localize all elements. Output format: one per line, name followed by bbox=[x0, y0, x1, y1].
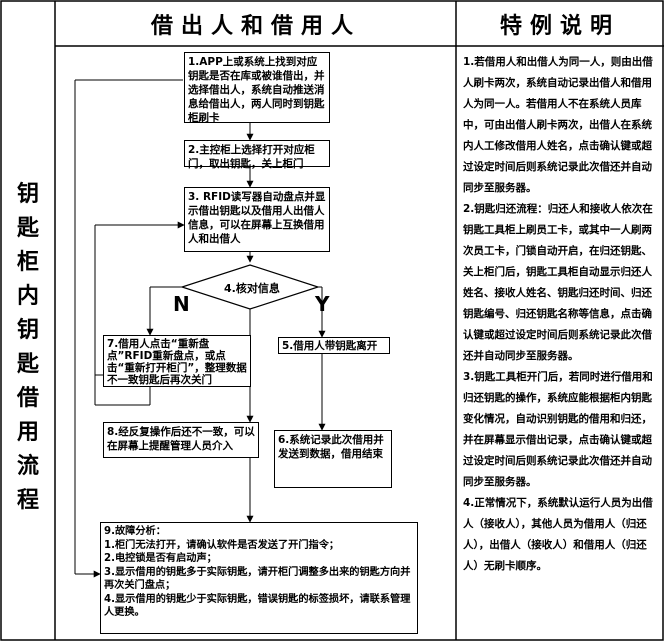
step9-box: 9.故障分析： 1.柜门无法打开，请确认软件是否发送了开门指令； 2.电控锁是否… bbox=[100, 522, 418, 634]
side-title-char: 钥 bbox=[16, 181, 39, 207]
side-title-char: 钥 bbox=[16, 317, 39, 343]
yes-branch-label: Y bbox=[315, 292, 330, 316]
no-branch-label: N bbox=[173, 292, 190, 316]
side-title-char: 匙 bbox=[16, 215, 39, 241]
right-column-title: 特例说明 bbox=[499, 14, 620, 39]
note-1: 1.若借用人和出借人为同一人，则由出借人刷卡两次，系统自动记录出借人和借用人为同… bbox=[463, 56, 653, 194]
side-title: 钥 匙 柜 内 钥 匙 借 用 流 程 bbox=[8, 60, 48, 635]
note-3: 3.钥匙工具柜开门后，若同时进行借用和归还钥匙的操作，系统应能根据柜内钥匙变化情… bbox=[463, 371, 653, 488]
decision-label: 4.核对信息 bbox=[224, 282, 280, 295]
step6-box: 6.系统记录此次借用并发送到数据，借用结束 bbox=[274, 430, 392, 488]
side-title-char: 内 bbox=[16, 283, 39, 309]
side-title-char: 用 bbox=[16, 419, 39, 445]
step3-box: 3. RFID读写器自动盘点并显示借出钥匙以及借用人出借人信息，可以在屏幕上互换… bbox=[184, 187, 330, 252]
step2-box: 2.主控柜上选择打开对应柜门，取出钥匙，关上柜门 bbox=[184, 140, 330, 170]
side-title-char: 柜 bbox=[16, 249, 39, 275]
side-title-char: 匙 bbox=[16, 351, 39, 377]
special-notes: 1.若借用人和出借人为同一人，则由出借人刷卡两次，系统自动记录出借人和借用人为同… bbox=[463, 52, 659, 637]
note-2: 2.钥匙归还流程：归还人和接收人依次在钥匙工具柜上刷员工卡，或其中一人刷两次员工… bbox=[463, 203, 653, 362]
side-title-char: 借 bbox=[16, 385, 39, 411]
note-4: 4.正常情况下，系统默认运行人员为出借人（接收人），其他人员为借用人（归还人），… bbox=[463, 497, 653, 572]
step5-box: 5.借用人带钥匙离开 bbox=[278, 337, 390, 354]
left-column-title: 借出人和借用人 bbox=[150, 14, 361, 39]
step8-box: 8.经反复操作后还不一致，可以在屏幕上提醒管理人员介入 bbox=[103, 422, 259, 458]
step1-box: 1.APP上或系统上找到对应钥匙是否在库或被谁借出，并选择借出人，系统自动推送消… bbox=[184, 52, 330, 124]
side-title-char: 程 bbox=[16, 487, 39, 513]
step7-box: 7.借用人点击“重新盘点”RFID重新盘点，或点击“重新打开柜门”，整理数据不一… bbox=[103, 335, 251, 387]
side-title-char: 流 bbox=[16, 453, 39, 479]
